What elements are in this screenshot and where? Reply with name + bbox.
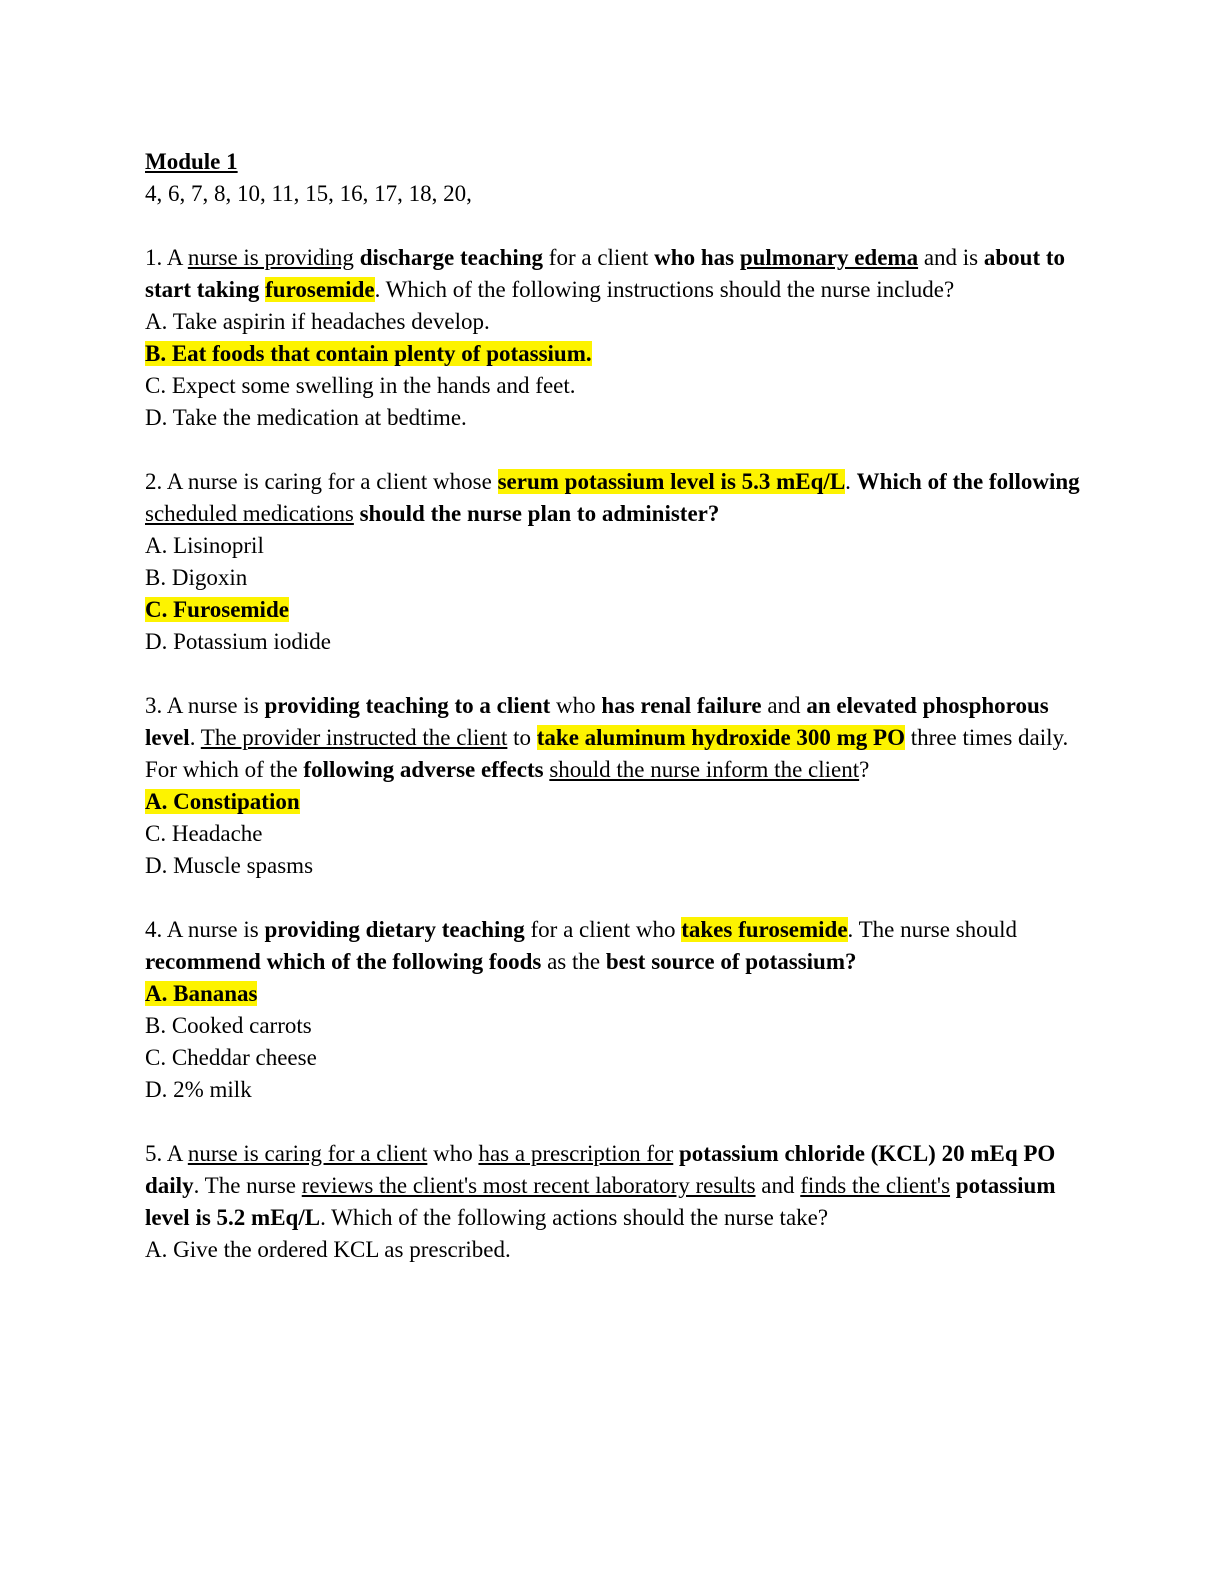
text-segment: three times daily. For which of the (145, 725, 1069, 782)
highlighted-text: A. Constipation (145, 789, 300, 814)
highlighted-text: serum potassium level is 5.3 mEq/L (497, 469, 846, 494)
highlighted-text: takes furosemide (681, 917, 848, 942)
question-4-option-b: B. Cooked carrots (145, 1010, 1085, 1042)
text-segment: 4. A nurse is (145, 917, 265, 942)
text-segment: for a client (543, 245, 655, 270)
question-1-option-d: D. Take the medication at bedtime. (145, 402, 1085, 434)
text-segment: D. Potassium iodide (145, 629, 331, 654)
text-segment: and is (918, 245, 984, 270)
spacer (145, 210, 1085, 242)
document-body: Module 1 4, 6, 7, 8, 10, 11, 15, 16, 17, … (145, 146, 1085, 1266)
text-segment: has a prescription for (478, 1141, 674, 1166)
question-2-option-d: D. Potassium iodide (145, 626, 1085, 658)
text-segment: B. Digoxin (145, 565, 248, 590)
text-segment: . (845, 469, 857, 494)
question-4-option-d: D. 2% milk (145, 1074, 1085, 1106)
highlighted-text: take aluminum hydroxide 300 mg PO (536, 725, 905, 750)
text-segment: and (761, 693, 807, 718)
text-segment: 3. A nurse is (145, 693, 265, 718)
text-segment: has renal failure (601, 693, 762, 718)
text-segment: A. Lisinopril (145, 533, 264, 558)
question-1-option-a: A. Take aspirin if headaches develop. (145, 306, 1085, 338)
text-segment: an elevated phosphorous level (145, 693, 1049, 750)
text-segment: should the nurse inform the client (549, 757, 860, 782)
text-segment: who has (654, 245, 740, 270)
text-segment: . Which of the following instructions sh… (374, 277, 955, 302)
question-2-option-a: A. Lisinopril (145, 530, 1085, 562)
text-segment: potassium chloride (KCL) 20 mEq PO daily (145, 1141, 1056, 1198)
question-3-option-a: A. Constipation (145, 786, 1085, 818)
text-segment: . The nurse (193, 1173, 302, 1198)
question-4-option-a: A. Bananas (145, 978, 1085, 1010)
question-1-option-b: B. Eat foods that contain plenty of pota… (145, 338, 1085, 370)
text-segment: reviews the client's most recent laborat… (301, 1173, 756, 1198)
highlighted-text: A. Bananas (145, 981, 258, 1006)
text-segment: who (427, 1141, 479, 1166)
text-segment: The provider instructed the client (200, 725, 508, 750)
question-3-text: 3. A nurse is providing teaching to a cl… (145, 690, 1085, 786)
text-segment: A. Take aspirin if headaches develop. (145, 309, 490, 334)
question-2-text: 2. A nurse is caring for a client whose … (145, 466, 1085, 530)
text-segment: potassium level is 5.2 mEq/L (145, 1173, 1056, 1230)
text-segment: 4, 6, 7, 8, 10, 11, 15, 16, 17, 18, 20, (145, 181, 472, 206)
text-segment: . (189, 725, 201, 750)
text-segment: D. Muscle spasms (145, 853, 314, 878)
question-2-option-b: B. Digoxin (145, 562, 1085, 594)
question-4-option-c: C. Cheddar cheese (145, 1042, 1085, 1074)
text-segment: 5. A (145, 1141, 188, 1166)
text-segment: B. Cooked carrots (145, 1013, 312, 1038)
text-segment: . The nurse should (847, 917, 1018, 942)
highlighted-text: C. Furosemide (145, 597, 289, 622)
text-segment: as the (541, 949, 606, 974)
question-3-option-d: D. Muscle spasms (145, 850, 1085, 882)
text-segment: C. Cheddar cheese (145, 1045, 317, 1070)
text-segment: D. 2% milk (145, 1077, 252, 1102)
text-segment: discharge teaching (359, 245, 544, 270)
text-segment: scheduled medications (145, 501, 354, 526)
text-segment: D. Take the medication at bedtime. (145, 405, 467, 430)
question-2-option-c: C. Furosemide (145, 594, 1085, 626)
text-segment: providing dietary teaching (264, 917, 525, 942)
text-segment: . Which of the following actions should … (320, 1205, 829, 1230)
spacer (145, 882, 1085, 914)
question-5-option-a: A. Give the ordered KCL as prescribed. (145, 1234, 1085, 1266)
highlighted-text: furosemide (265, 277, 375, 302)
spacer (145, 1106, 1085, 1138)
text-segment: following adverse effects (303, 757, 544, 782)
spacer (145, 658, 1085, 690)
text-segment: should the nurse plan to administer? (353, 501, 720, 526)
module-heading: Module 1 (145, 146, 1085, 178)
question-5-text: 5. A nurse is caring for a client who ha… (145, 1138, 1085, 1234)
text-segment: recommend which of the following foods (145, 949, 542, 974)
highlighted-text: B. Eat foods that contain plenty of pota… (145, 341, 592, 366)
text-segment: A. Give the ordered KCL as prescribed. (145, 1237, 511, 1262)
question-number-list: 4, 6, 7, 8, 10, 11, 15, 16, 17, 18, 20, (145, 178, 1085, 210)
text-segment: who (550, 693, 602, 718)
text-segment: 1. A (145, 245, 188, 270)
text-segment: for a client who (524, 917, 682, 942)
text-segment: Module 1 (145, 149, 238, 174)
text-segment: finds the client's (800, 1173, 951, 1198)
text-segment: best source of potassium? (605, 949, 857, 974)
text-segment: ? (859, 757, 870, 782)
text-segment: nurse is providing (187, 245, 354, 270)
text-segment: about to start taking (145, 245, 1066, 302)
spacer (145, 434, 1085, 466)
question-1-text: 1. A nurse is providing discharge teachi… (145, 242, 1085, 306)
question-4-text: 4. A nurse is providing dietary teaching… (145, 914, 1085, 978)
text-segment: providing teaching to a client (264, 693, 551, 718)
text-segment: C. Expect some swelling in the hands and… (145, 373, 576, 398)
text-segment: to (507, 725, 537, 750)
text-segment: pulmonary edema (739, 245, 919, 270)
text-segment: C. Headache (145, 821, 263, 846)
text-segment: and (755, 1173, 801, 1198)
text-segment: Which of the following (856, 469, 1080, 494)
question-1-option-c: C. Expect some swelling in the hands and… (145, 370, 1085, 402)
text-segment: 2. A nurse is caring for a client whose (145, 469, 498, 494)
question-3-option-c: C. Headache (145, 818, 1085, 850)
text-segment: nurse is caring for a client (187, 1141, 428, 1166)
